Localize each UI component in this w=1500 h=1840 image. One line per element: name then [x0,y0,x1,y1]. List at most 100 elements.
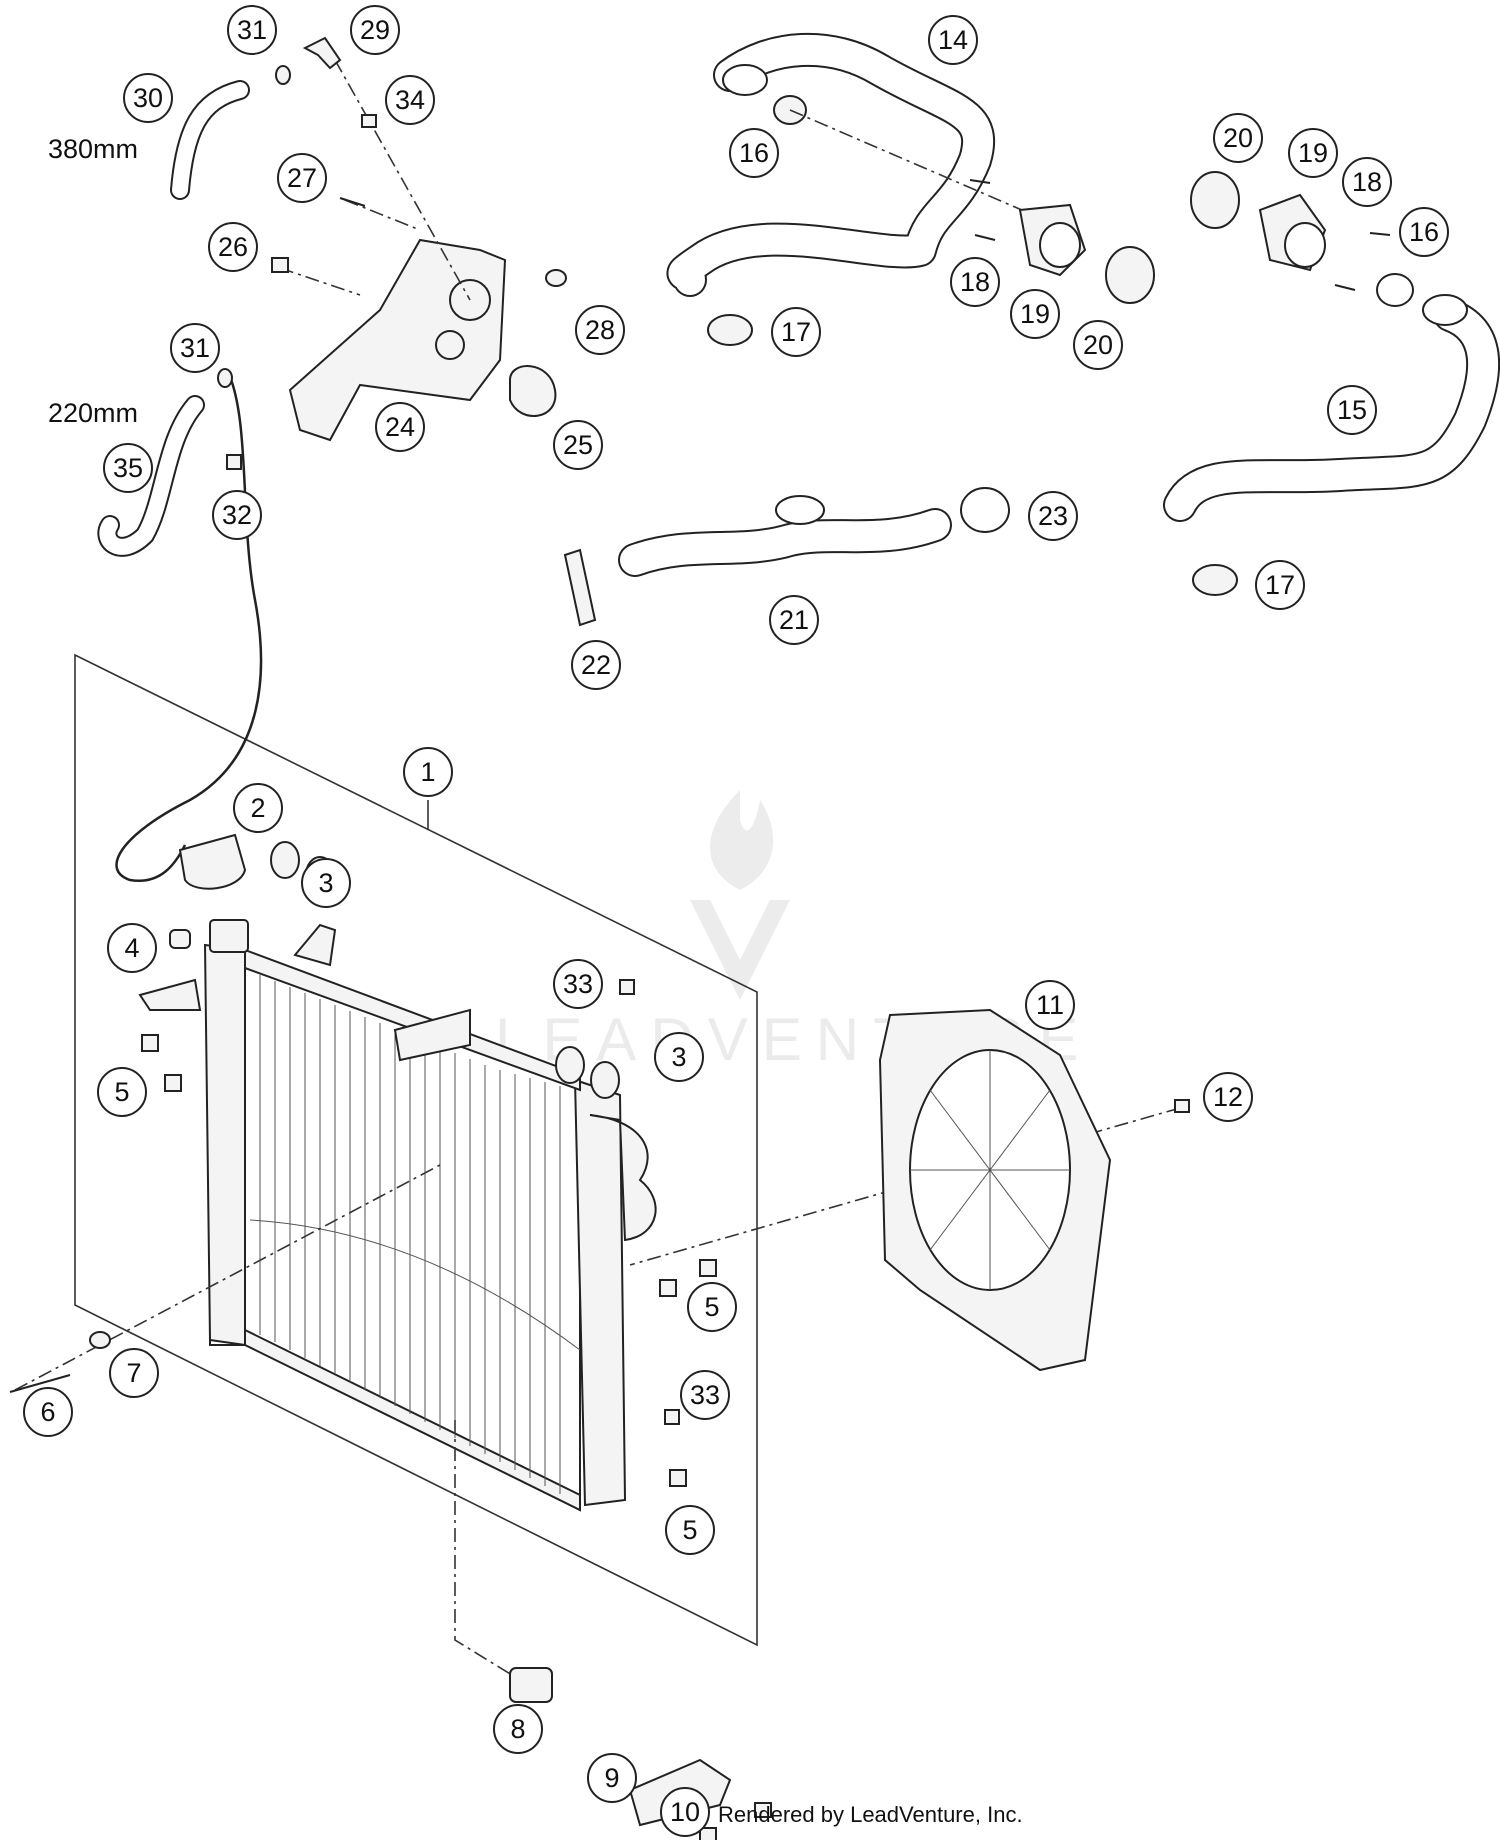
callout-27[interactable]: 27 [277,153,327,203]
callout-17[interactable]: 17 [1255,560,1305,610]
callout-24[interactable]: 24 [375,402,425,452]
tank-cap [509,365,557,417]
callout-20[interactable]: 20 [1213,113,1263,163]
svg-text:5: 5 [682,1515,697,1545]
nut-upper [619,979,635,995]
callout-29[interactable]: 29 [350,5,400,55]
callout-31[interactable]: 31 [170,323,220,373]
callout-35[interactable]: 35 [103,443,153,493]
callout-23[interactable]: 23 [1028,491,1078,541]
callout-6[interactable]: 6 [23,1387,73,1437]
callout-4[interactable]: 4 [107,923,157,973]
callout-5[interactable]: 5 [97,1067,147,1117]
svg-text:31: 31 [237,15,267,45]
svg-text:26: 26 [218,232,248,262]
callout-31[interactable]: 31 [227,5,277,55]
grommet-right-b [590,1061,620,1099]
bracket-left [138,978,202,1011]
callout-5[interactable]: 5 [665,1505,715,1555]
svg-text:29: 29 [360,15,390,45]
svg-text:5: 5 [114,1077,129,1107]
callout-28[interactable]: 28 [575,305,625,355]
svg-text:6: 6 [40,1397,55,1427]
radiator [203,919,657,1512]
svg-text:17: 17 [1265,570,1295,600]
screw-10 [699,1827,717,1840]
callout-14[interactable]: 14 [928,15,978,65]
clamp-34 [361,114,377,128]
callout-16[interactable]: 16 [1399,207,1449,257]
callout-9[interactable]: 9 [587,1753,637,1803]
clip-31-top [275,65,291,85]
callout-3[interactable]: 3 [301,858,351,908]
callout-16[interactable]: 16 [729,128,779,178]
callout-5[interactable]: 5 [687,1282,737,1332]
callout-25[interactable]: 25 [553,420,603,470]
leader-29 [334,59,471,301]
hose-35-length-label: 220mm [48,398,138,428]
expansion-tank [288,238,507,442]
clip-right [659,1279,677,1297]
grommet-upper [270,841,300,879]
leader-26 [279,267,361,296]
callout-17[interactable]: 17 [771,307,821,357]
callout-1[interactable]: 1 [403,747,453,797]
clamp-32 [226,454,242,470]
svg-text:28: 28 [585,315,615,345]
callout-18[interactable]: 18 [1342,157,1392,207]
svg-text:2: 2 [250,793,265,823]
thermostat-right [1190,171,1240,229]
thermostat-left [1105,246,1155,304]
callout-33[interactable]: 33 [553,959,603,1009]
svg-text:14: 14 [938,25,968,55]
screw-26 [271,257,289,273]
callout-32[interactable]: 32 [212,490,262,540]
sleeve-22 [563,548,597,627]
clip-left [141,1034,159,1052]
svg-text:30: 30 [133,83,163,113]
screw-18-d [1334,284,1356,291]
leader-16 [789,109,1046,221]
callout-19[interactable]: 19 [1288,128,1338,178]
clip-lower [669,1469,687,1487]
callout-12[interactable]: 12 [1203,1072,1253,1122]
screw-10-b [754,1802,772,1818]
callout-34[interactable]: 34 [385,75,435,125]
callout-30[interactable]: 30 [123,73,173,123]
svg-text:19: 19 [1298,138,1328,168]
svg-text:10: 10 [670,1797,700,1827]
callout-21[interactable]: 21 [769,595,819,645]
callout-8[interactable]: 8 [493,1704,543,1754]
callout-15[interactable]: 15 [1327,385,1377,435]
leader-27 [344,199,421,231]
svg-text:18: 18 [960,267,990,297]
svg-text:21: 21 [779,605,809,635]
svg-text:7: 7 [126,1358,141,1388]
radiator-fins [249,975,581,1494]
hose-clamp-17-b [1192,564,1238,596]
svg-text:19: 19 [1020,299,1050,329]
callout-11[interactable]: 11 [1025,980,1075,1030]
svg-text:22: 22 [581,650,611,680]
callout-33[interactable]: 33 [680,1370,730,1420]
grommet-right [555,1046,585,1084]
callout-3[interactable]: 3 [654,1032,704,1082]
callout-7[interactable]: 7 [109,1348,159,1398]
callout-20[interactable]: 20 [1073,320,1123,370]
callout-22[interactable]: 22 [571,640,621,690]
callout-19[interactable]: 19 [1010,289,1060,339]
callout-26[interactable]: 26 [208,222,258,272]
radiator-frame-outline [74,653,758,1647]
washer-7 [89,1331,111,1349]
callout-2[interactable]: 2 [233,783,283,833]
screw-18-a [969,179,991,184]
svg-text:17: 17 [781,317,811,347]
svg-text:16: 16 [739,138,769,168]
svg-text:25: 25 [563,430,593,460]
screw-27 [339,197,366,207]
screw-18-b [974,234,996,241]
callout-10[interactable]: 10 [660,1787,710,1837]
svg-text:11: 11 [1036,990,1064,1020]
callout-18[interactable]: 18 [950,257,1000,307]
